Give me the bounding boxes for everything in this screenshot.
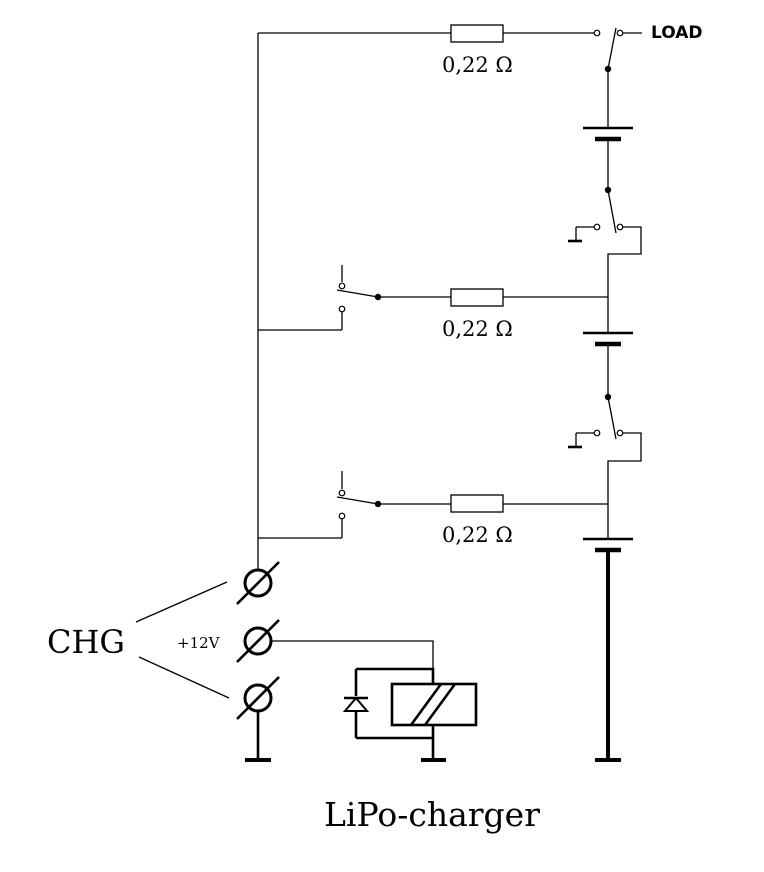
resistor-top-label: 0,22 Ω (442, 53, 513, 77)
battery-cell-1 (583, 126, 633, 142)
load-label: LOAD (651, 23, 703, 43)
switch-2-lever (607, 396, 617, 440)
load-switch-lever (607, 27, 617, 70)
switch-1-contact-right (616, 223, 624, 231)
switch-bot-contact-bottom (338, 512, 346, 520)
load-switch-contact-right (616, 29, 624, 37)
switch-mid-lever (336, 289, 379, 298)
changeover-switch-1 (568, 186, 642, 333)
battery-cell-2 (583, 331, 633, 347)
battery-cell-3 (583, 537, 633, 553)
top-branch (258, 24, 642, 127)
switch-2-contact-right (616, 429, 624, 437)
middle-branch (336, 265, 608, 330)
switch-bot-contact-top (338, 489, 346, 497)
diagram-title: LiPo-charger (324, 795, 540, 834)
supply-voltage-label: +12V (177, 634, 221, 652)
chg-pointer-lines (135, 581, 230, 699)
resistor-bottom-label: 0,22 Ω (442, 523, 513, 547)
flyback-diode (342, 696, 370, 712)
resistor-middle (450, 288, 504, 307)
resistor-bottom (450, 494, 504, 513)
chg-label: CHG (47, 623, 125, 661)
changeover-switch-2 (568, 393, 642, 539)
switch-mid-contact-top (338, 282, 346, 290)
switch-mid-contact-bottom (338, 305, 346, 313)
relay-coil (390, 682, 478, 727)
resistor-top (450, 24, 504, 43)
switch-1-contact-left (593, 223, 601, 231)
load-switch-contact-left (593, 29, 601, 37)
bottom-branch (336, 471, 608, 538)
switch-1-lever (607, 189, 617, 234)
left-bus-wire (257, 33, 342, 568)
resistor-middle-label: 0,22 Ω (442, 317, 513, 341)
switch-bot-lever (336, 496, 379, 505)
relay-circuit (271, 640, 478, 762)
switch-2-contact-left (593, 429, 601, 437)
